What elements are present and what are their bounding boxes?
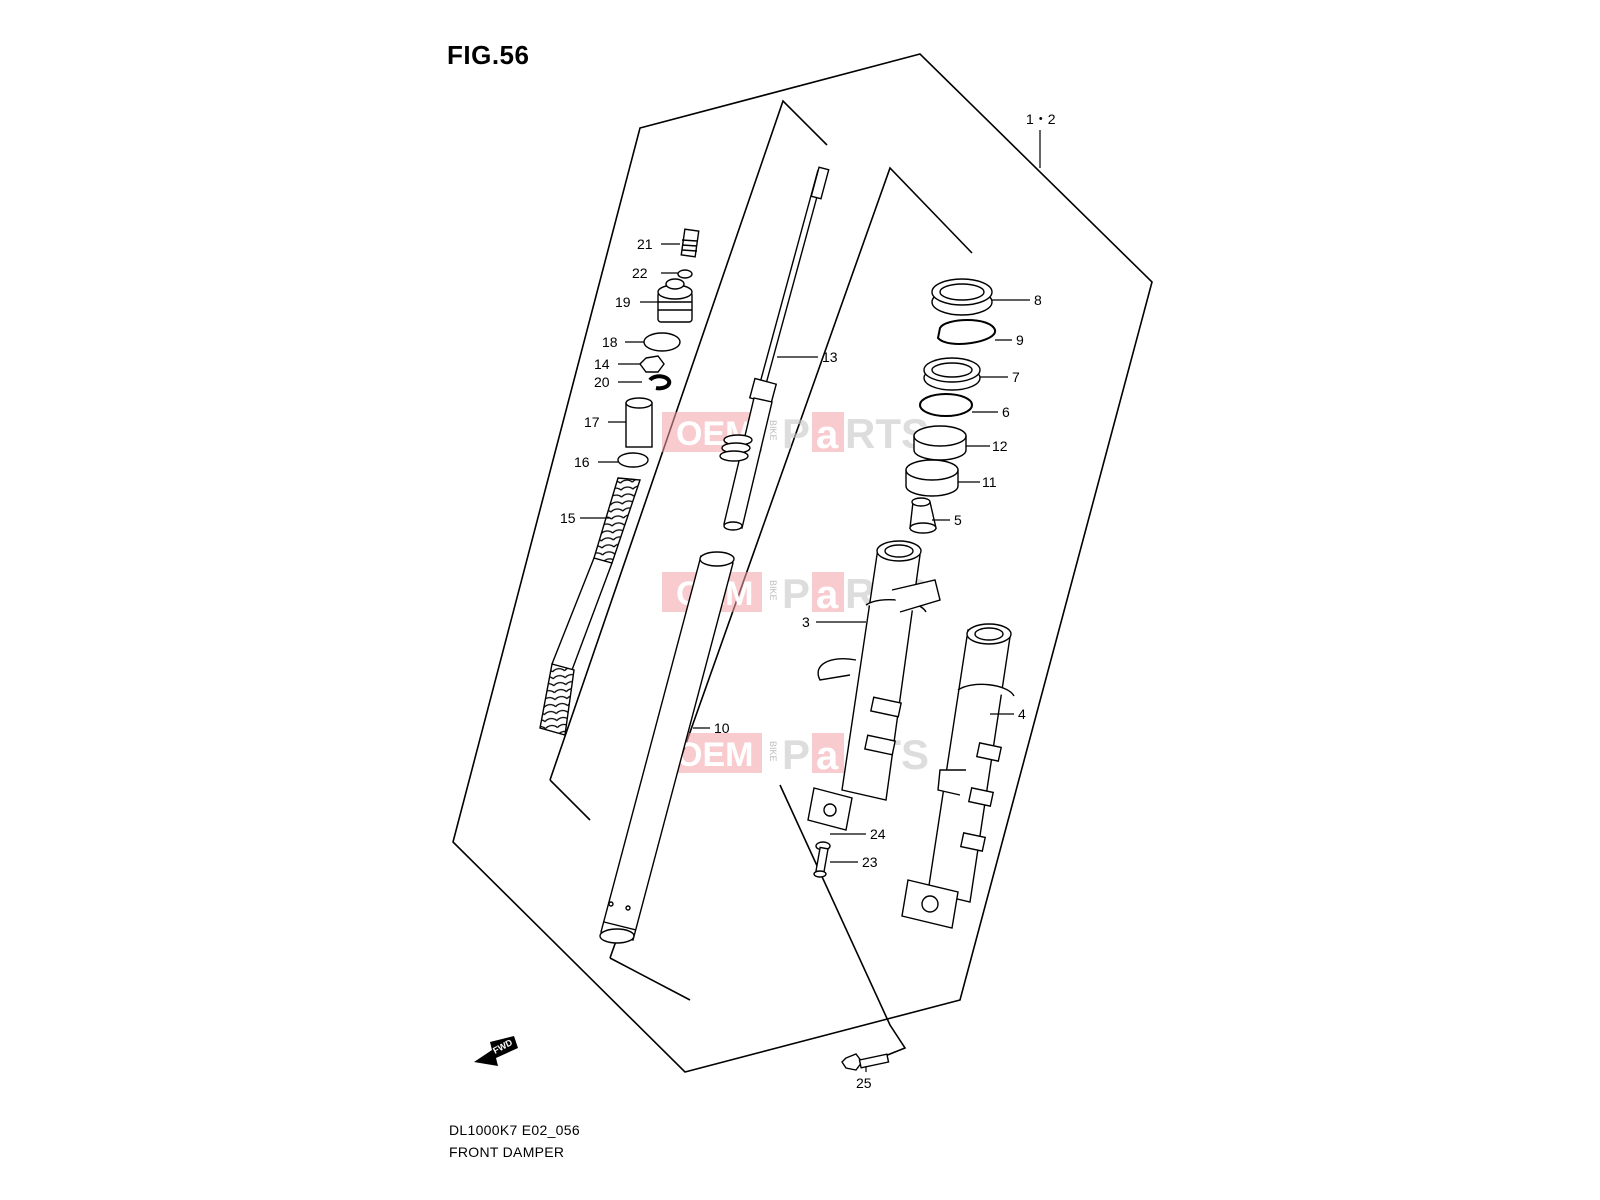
callout-17: 17: [584, 414, 600, 430]
callout-25: 25: [856, 1075, 872, 1091]
callout-18: 18: [602, 334, 618, 350]
part-4-outer-tube: [901, 623, 1015, 929]
callout-8: 8: [1034, 292, 1042, 308]
callout-19: 19: [615, 294, 631, 310]
callout-24: 24: [870, 826, 886, 842]
part-12-bushing: [913, 425, 967, 461]
callout-5: 5: [954, 512, 962, 528]
part-20-clip: [648, 374, 672, 391]
part-8-dust-seal: [931, 278, 993, 316]
middle-column-parts: [599, 166, 830, 944]
part-19-cap-bolt: [657, 278, 693, 323]
part-18-oring: [643, 332, 681, 352]
part-16-washer: [617, 452, 649, 468]
svg-text:P: P: [782, 570, 810, 617]
svg-text:a: a: [816, 413, 839, 457]
callout-21: 21: [637, 236, 653, 252]
callout-10: 10: [714, 720, 730, 736]
callout-13: 13: [822, 349, 838, 365]
part-17-spacer: [625, 397, 653, 448]
part-13-damper-rod: [719, 166, 830, 531]
part-14-nut: [639, 355, 665, 373]
callout-labels: 1・2 8 9 7 6 12 11 5 3 4 24 23 25 13 10 2…: [560, 111, 1056, 1091]
part-10-inner-tube: [599, 551, 735, 944]
part-23-bolt: [813, 846, 829, 878]
callout-7: 7: [1012, 369, 1020, 385]
callout-12: 12: [992, 438, 1008, 454]
bolt-leader-frame: [779, 784, 907, 1059]
svg-text:P: P: [782, 410, 810, 457]
callout-14: 14: [594, 356, 610, 372]
callout-9: 9: [1016, 332, 1024, 348]
watermark-1: OEM BIKE P a RTS: [662, 410, 929, 457]
callout-1-2: 1・2: [1026, 111, 1056, 127]
part-25-bolt: [841, 1053, 890, 1071]
callout-22: 22: [632, 265, 648, 281]
figure-caption: FRONT DAMPER: [449, 1144, 565, 1160]
inner-mid-frame: [609, 166, 973, 959]
part-7-oil-seal: [923, 357, 981, 391]
svg-text:BIKE: BIKE: [768, 420, 778, 441]
callout-23: 23: [862, 854, 878, 870]
callout-3: 3: [802, 614, 810, 630]
callout-16: 16: [574, 454, 590, 470]
part-9-stopper-ring: [936, 319, 996, 345]
part-22-oring: [677, 269, 693, 279]
callout-20: 20: [594, 374, 610, 390]
callout-11: 11: [982, 474, 997, 490]
assembly-outline: [452, 53, 1153, 1073]
callout-4: 4: [1018, 706, 1026, 722]
part-3-outer-tube: [807, 540, 941, 831]
figure-title: FIG.56: [447, 40, 530, 70]
svg-text:BIKE: BIKE: [768, 741, 778, 762]
part-15-spring: [539, 477, 641, 736]
svg-text:a: a: [816, 573, 839, 617]
part-6-retainer: [919, 393, 973, 417]
model-code: DL1000K7 E02_056: [449, 1122, 580, 1138]
svg-text:P: P: [782, 731, 810, 778]
left-column-parts: [539, 228, 700, 736]
callout-6: 6: [1002, 404, 1010, 420]
part-5-cylinder-base: [909, 497, 937, 534]
inner-left-frame: [549, 99, 828, 781]
svg-text:OEM: OEM: [676, 736, 753, 774]
part-11-bushing: [905, 459, 959, 497]
right-column-parts: [807, 278, 1015, 1071]
callout-15: 15: [560, 510, 576, 526]
fwd-arrow-icon: FWD: [474, 1036, 518, 1066]
svg-text:BIKE: BIKE: [768, 580, 778, 601]
outer-frame: [452, 53, 1153, 1073]
part-21-adjuster: [680, 228, 700, 258]
leader-lines: [580, 130, 1041, 1072]
svg-text:a: a: [816, 734, 839, 778]
